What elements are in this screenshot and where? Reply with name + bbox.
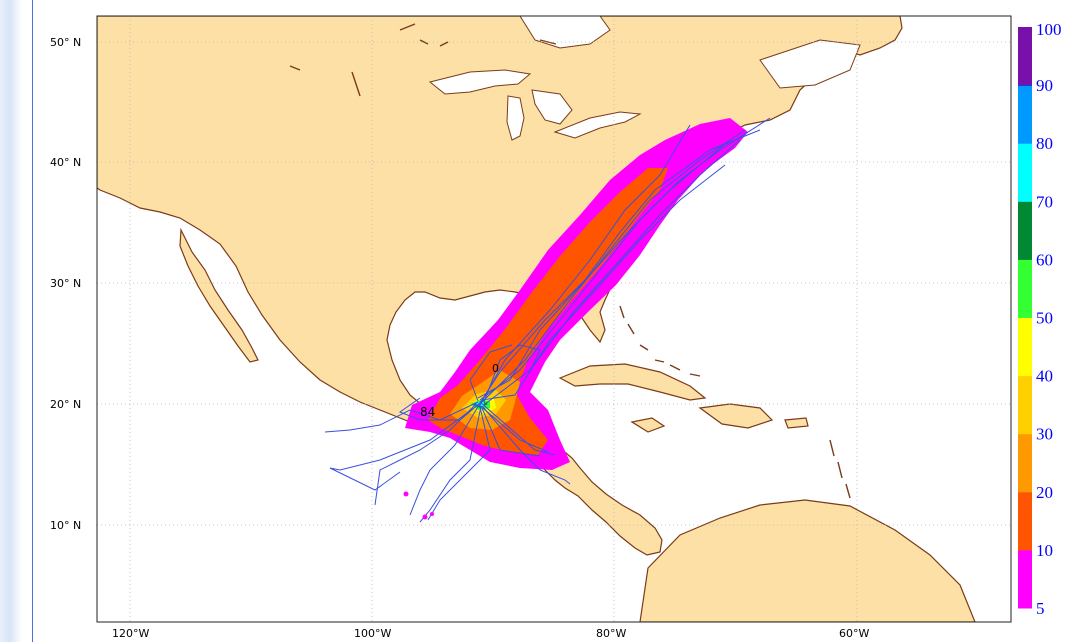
colorbar-tick-label: 10 bbox=[1036, 541, 1053, 560]
probability-speck bbox=[430, 512, 434, 516]
page-left-rule bbox=[32, 0, 33, 642]
page-left-gradient bbox=[0, 0, 22, 642]
colorbar-band bbox=[1018, 27, 1032, 86]
colorbar-tick-label: 30 bbox=[1036, 425, 1053, 444]
lon-label: 60°W bbox=[839, 627, 869, 640]
colorbar-tick-label: 60 bbox=[1036, 250, 1053, 269]
land-jamaica bbox=[630, 417, 666, 433]
lat-label: 20° N bbox=[50, 398, 81, 411]
colorbar-tick-label: 100 bbox=[1036, 20, 1062, 39]
colorbar-tick-label: 80 bbox=[1036, 134, 1053, 153]
land-baja-california bbox=[179, 227, 259, 363]
lake-michigan bbox=[506, 95, 525, 141]
land-cuba bbox=[558, 363, 707, 401]
land-south-america bbox=[639, 499, 976, 622]
lat-label: 10° N bbox=[50, 519, 81, 532]
lon-label: 100°W bbox=[354, 627, 391, 640]
colorbar-band bbox=[1018, 259, 1032, 318]
colorbar-band bbox=[1018, 201, 1032, 260]
storm-center-marker: 0 bbox=[492, 362, 499, 375]
gulf-st-lawrence bbox=[759, 39, 861, 89]
lake-superior bbox=[428, 69, 532, 95]
lon-label: 120°W bbox=[112, 627, 149, 640]
graticule bbox=[97, 16, 1011, 622]
lat-label: 30° N bbox=[50, 277, 81, 290]
lat-label: 50° N bbox=[50, 36, 81, 49]
ensemble-tracks bbox=[324, 117, 771, 523]
lake-erie-ontario bbox=[553, 111, 642, 139]
colorbar-tick-label: 20 bbox=[1036, 483, 1053, 502]
colorbar-band bbox=[1018, 491, 1032, 551]
colorbar-tick-label: 70 bbox=[1036, 192, 1053, 211]
lake-huron bbox=[531, 89, 573, 125]
plot-frame bbox=[96, 15, 1012, 623]
storm-position-marker: 84 bbox=[420, 405, 435, 419]
colorbar-band bbox=[1018, 317, 1032, 377]
longitude-labels: 120°W 100°W 80°W 60°W bbox=[112, 627, 869, 640]
latitude-labels: 50° N 40° N 30° N 20° N 10° N bbox=[50, 36, 81, 532]
land-puerto-rico bbox=[784, 417, 809, 429]
probability-speck bbox=[403, 491, 409, 497]
lon-label: 80°W bbox=[596, 627, 626, 640]
probability-speck bbox=[422, 514, 428, 520]
colorbar-band bbox=[1018, 375, 1032, 435]
arctic-islets bbox=[289, 23, 557, 97]
bahamas-islets bbox=[619, 305, 851, 499]
colorbar-band bbox=[1018, 85, 1032, 144]
colorbar-tick-label: 50 bbox=[1036, 309, 1053, 328]
colorbar-band bbox=[1018, 433, 1032, 493]
colorbar-tick-label: 90 bbox=[1036, 76, 1053, 95]
colorbar-legend: 5 10 20 30 40 50 60 70 80 90 100 bbox=[1018, 20, 1062, 618]
colorbar-band bbox=[1018, 143, 1032, 202]
colorbar-tick-label: 40 bbox=[1036, 367, 1053, 386]
lat-label: 40° N bbox=[50, 156, 81, 169]
colorbar-tick-label: 5 bbox=[1036, 599, 1045, 618]
colorbar-band bbox=[1018, 549, 1032, 609]
